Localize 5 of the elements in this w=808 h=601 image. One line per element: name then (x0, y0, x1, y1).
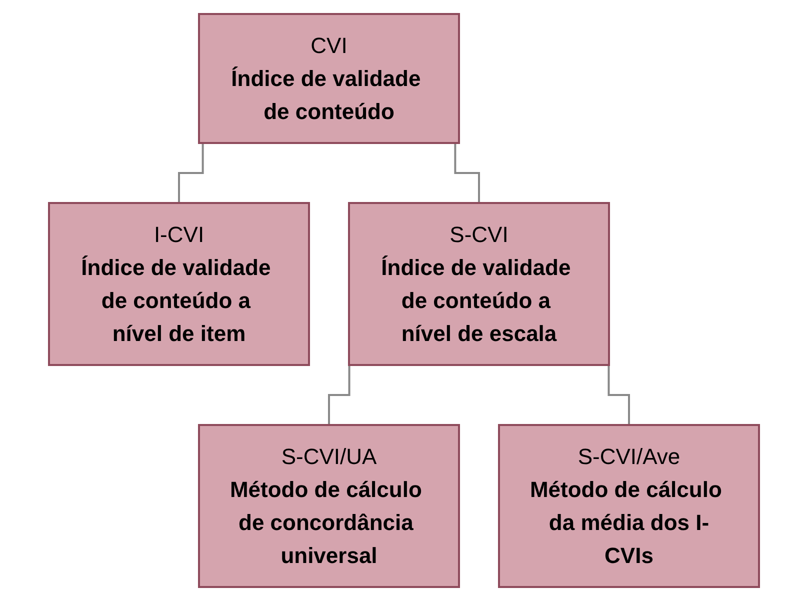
node-box: S-CVI/Ave Método de cálculo da média dos I-CVIs (498, 424, 760, 588)
node-box: S-CVI/UA Método de cálculo de concordância universal (198, 424, 460, 588)
node-box: I-CVI Índice de validade de conteúdo a nível de item (48, 202, 310, 366)
node-box: S-CVI Índice de validade de conteúdo a nível de escala (348, 202, 610, 366)
node-box: CVI Índice de validade de conteúdo (198, 13, 460, 144)
